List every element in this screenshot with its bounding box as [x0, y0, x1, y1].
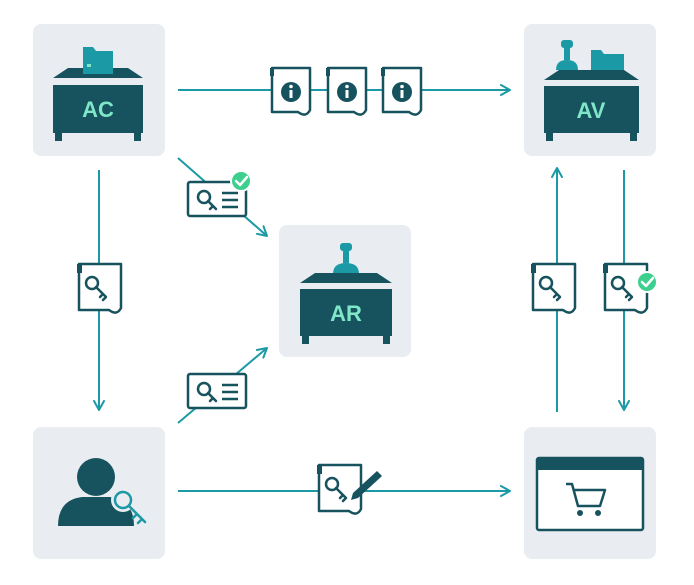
- av-ballot-box-icon: [544, 40, 639, 141]
- ac-ballot-box-icon: [53, 47, 143, 141]
- key-card-icon: [186, 372, 248, 410]
- ar-ballot-box-icon: [300, 243, 392, 344]
- info-document-icon: [381, 66, 423, 116]
- ac-label: AC: [82, 97, 114, 122]
- info-document-icon: [326, 66, 368, 116]
- ar-label: AR: [330, 301, 362, 326]
- key-card-verified-icon: [186, 170, 252, 218]
- shopping-cart-icon: [535, 456, 645, 532]
- key-document-verified-icon: [603, 262, 658, 314]
- key-document-icon: [531, 262, 577, 314]
- av-label: AV: [577, 98, 606, 123]
- user-key-icon: [58, 458, 147, 526]
- signed-key-document-icon: [317, 463, 382, 515]
- info-document-icon: [270, 66, 312, 116]
- key-document-icon: [77, 262, 123, 314]
